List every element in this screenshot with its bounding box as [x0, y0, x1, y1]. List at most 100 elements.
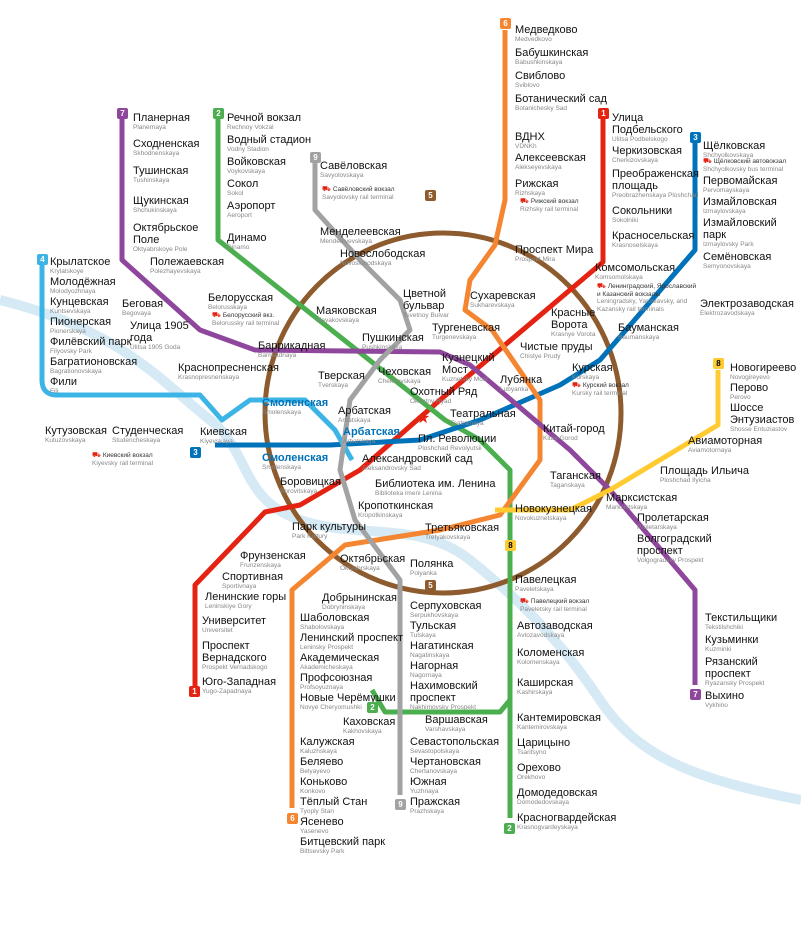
line-2-route[interactable]	[215, 118, 513, 818]
line-7-route[interactable]	[119, 118, 698, 685]
line-1-route[interactable]	[192, 118, 606, 688]
line-5-circle[interactable]	[262, 230, 624, 596]
line-6-route[interactable]	[289, 30, 543, 808]
line-8-route[interactable]	[495, 370, 721, 513]
line-9-route[interactable]	[312, 160, 413, 795]
line-4-route[interactable]	[39, 262, 355, 462]
